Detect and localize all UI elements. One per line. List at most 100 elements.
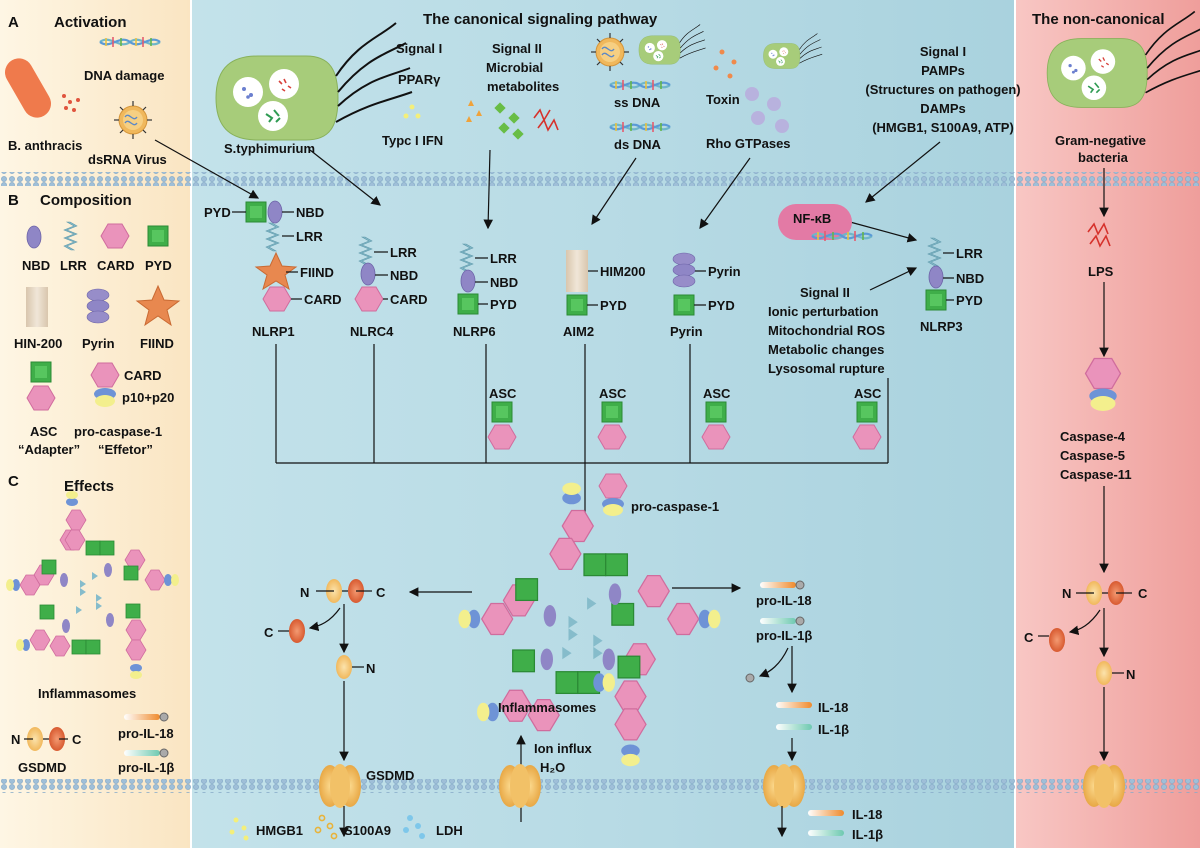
activation-title: Activation — [54, 14, 127, 31]
nlrp6-lrr-label: LRR — [490, 251, 517, 266]
cleave-c-arrow — [308, 607, 341, 632]
asc-label-3: ASC — [703, 386, 731, 401]
gsdmd-pore-label: GSDMD — [366, 768, 414, 783]
virus-to-nlrp1-arrow — [154, 139, 260, 199]
mini-inflammasome-icon — [6, 491, 179, 679]
h2o-label: H₂O — [540, 760, 565, 775]
pyrin-icon — [86, 288, 110, 324]
gsdmd-n-label-2: N — [366, 661, 375, 676]
nlrp1-card-label: CARD — [304, 292, 342, 307]
adapter-label: “Adapter” — [18, 442, 80, 457]
p10p20-label: p10+p20 — [122, 390, 174, 405]
panel-c-letter: C — [8, 473, 19, 490]
signal2-to-nlrp3-arrow — [869, 267, 918, 291]
pyrin-sensor — [672, 252, 706, 316]
toxin-label: Toxin — [706, 92, 740, 107]
effects-title: Effects — [64, 478, 114, 495]
cytokine-pore — [763, 764, 805, 808]
pro-il18-legend-label: pro-IL-18 — [118, 726, 174, 741]
inflammasome-label: Inflammasomes — [498, 700, 596, 715]
nlrp3-pyd-label: PYD — [956, 293, 983, 308]
nlrp6-name: NLRP6 — [453, 324, 496, 339]
ldh-icon — [403, 815, 425, 839]
nc-c-label-1: C — [1138, 586, 1148, 601]
upper-membrane — [0, 172, 1200, 186]
ssdna-label: ss DNA — [614, 95, 661, 110]
aim2-him-label: HIM200 — [600, 264, 646, 279]
il18-icon — [776, 702, 812, 708]
salmonella-label: S.typhimurium — [224, 141, 315, 156]
nlrp3-nbd-label: NBD — [956, 271, 984, 286]
pro-il1b-legend-icon — [124, 750, 160, 756]
cleave-prodomain-arrow — [758, 647, 789, 678]
lysosomal-label: Lysosomal rupture — [768, 361, 885, 376]
il1b-released-label: IL-1β — [852, 827, 883, 842]
prodomain-icon — [745, 673, 755, 683]
nfkb-to-nlrp3-arrow — [849, 221, 918, 243]
ifn-label: Typc I IFN — [382, 133, 443, 148]
salmonella-to-nlrc4-arrow — [309, 149, 381, 206]
noncanonical-panel — [1015, 0, 1200, 848]
pyrin-pyd-label: PYD — [708, 298, 735, 313]
gsdmd-c-label-1: C — [376, 585, 386, 600]
il18-label: IL-18 — [818, 700, 848, 715]
activation-panel — [0, 0, 191, 848]
nc-gsdmd-pore — [1083, 764, 1125, 808]
nlrp3-name: NLRP3 — [920, 319, 963, 334]
caspase11-label: Caspase-11 — [1060, 467, 1132, 482]
hmgb1-label: HMGB1 — [256, 823, 303, 838]
ppar-ligand-icon — [403, 104, 421, 119]
aim2-name: AIM2 — [563, 324, 594, 339]
asc-label: ASC — [30, 424, 58, 439]
nlrc4-sensor — [354, 236, 388, 312]
dna-damage-label: DNA damage — [84, 68, 164, 83]
pyrin-name: Pyrin — [670, 324, 703, 339]
nlrc4-lrr-label: LRR — [390, 245, 417, 260]
hin200-icon — [26, 287, 48, 327]
nlrp1-pyd-label: PYD — [204, 205, 231, 220]
fiind-icon — [135, 284, 181, 327]
anthracis-rod-icon — [5, 58, 51, 118]
rho-to-pyrin-arrow — [699, 157, 751, 229]
structures-label: (Structures on pathogen) — [865, 82, 1020, 97]
microbial-rna-icon — [533, 108, 559, 132]
nfkb-box — [778, 204, 852, 240]
gsdmd-c-fragment — [289, 619, 305, 643]
nfkb-label: NF-κB — [793, 211, 831, 226]
effector-label: “Effetor” — [98, 442, 153, 457]
anthrax-toxin-icon — [62, 94, 80, 112]
pyrin-label: Pyrin — [82, 336, 115, 351]
noncanonical-title: The non-canonical — [1032, 11, 1165, 28]
metabolite-triangles-icon — [466, 100, 482, 122]
bacteria-label-1: Gram-negative — [1055, 133, 1146, 148]
pro-il18-label: pro-IL-18 — [756, 593, 812, 608]
nbd-label: NBD — [22, 258, 50, 273]
toxin-icon — [713, 49, 737, 79]
pyrin-domain-label: Pyrin — [708, 264, 741, 279]
hmgb1-icon — [229, 817, 249, 841]
nc-cleave-c-arrow — [1068, 609, 1101, 636]
hin200-label: HIN-200 — [14, 336, 62, 351]
rho-gtpase-icon — [745, 87, 789, 133]
canonical-panel — [191, 0, 1015, 848]
lps-icon — [1087, 222, 1111, 248]
pyd-icon — [147, 225, 169, 247]
damps-label: DAMPs — [920, 101, 966, 116]
asc-label-2: ASC — [599, 386, 627, 401]
il1b-icon — [776, 724, 812, 730]
ion-influx-label: Ion influx — [534, 741, 593, 756]
dna-to-aim2-arrow — [591, 157, 637, 225]
nlrp1-lrr-label: LRR — [296, 229, 323, 244]
nc-gsdmd-c-fragment — [1049, 628, 1065, 652]
panel-a-letter: A — [8, 14, 19, 31]
pro-il1b-legend-label: pro-IL-1β — [118, 760, 174, 775]
nc-c-label-2: C — [1024, 630, 1034, 645]
effects-inflammasomes-label: Inflammasomes — [38, 686, 136, 701]
gsdmd-c-label-2: C — [264, 625, 274, 640]
gsdmd-n-label-1: N — [300, 585, 309, 600]
metabolites-label: metabolites — [487, 79, 559, 94]
lrr-label: LRR — [60, 258, 87, 273]
nlrp3-sensor — [925, 237, 954, 311]
nlrp1-nbd-label: NBD — [296, 205, 324, 220]
